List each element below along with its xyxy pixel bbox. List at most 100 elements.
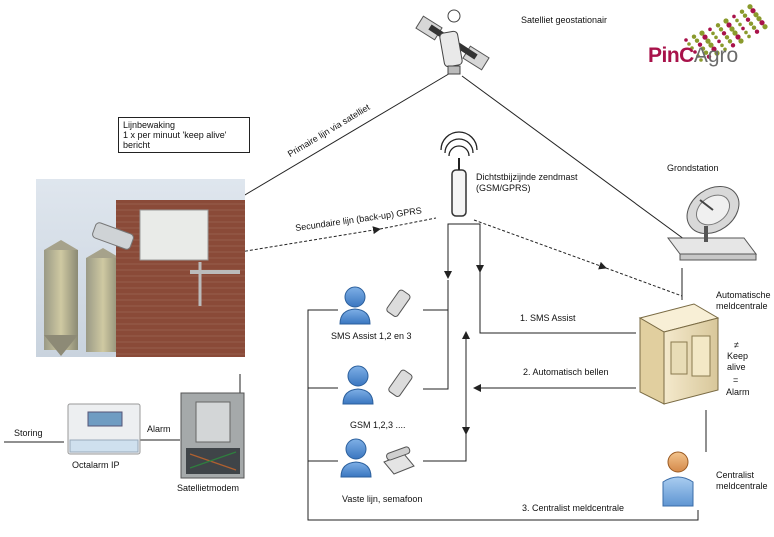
sms-assist-group-label: SMS Assist 1,2 en 3 <box>331 331 412 341</box>
person-landline-icon <box>340 438 372 478</box>
logo-dot <box>708 27 712 32</box>
logo-dot <box>735 34 741 40</box>
logo-dot <box>711 46 717 52</box>
centralist-label: Centralist meldcentrale <box>716 470 768 491</box>
logo-dot <box>741 26 745 31</box>
keep-alive-neq: ≠ <box>734 340 739 350</box>
storing-label: Storing <box>14 428 43 438</box>
monitor-line-2: 1 x per minuut 'keep alive' <box>123 130 227 140</box>
logo-dot <box>717 39 721 44</box>
meldcentrale-server-icon <box>638 303 720 405</box>
octalarm-label: Octalarm IP <box>72 460 120 470</box>
path-2-label: 2. Automatisch bellen <box>523 367 609 377</box>
logo-dot <box>753 12 759 18</box>
farm-photo <box>36 179 245 357</box>
logo-part-2: Agro <box>693 44 739 67</box>
primary-line <box>232 71 453 203</box>
logo-dot <box>706 54 712 59</box>
ground-station-label: Grondstation <box>667 163 719 173</box>
sms-device-connector <box>423 280 449 311</box>
landline-group-label: Vaste lijn, semafoon <box>342 494 423 504</box>
keep-alive-equals: = <box>733 375 739 385</box>
landline-phone-icon <box>383 446 415 475</box>
alarm-link-label: Alarm <box>147 424 171 434</box>
line-monitoring-box: Lijnbewaking 1 x per minuut 'keep alive'… <box>118 117 250 153</box>
centralist-person-icon <box>662 451 694 507</box>
path-3-label: 3. Centralist meldcentrale <box>522 503 625 513</box>
sat-modem-label: Satellietmodem <box>177 483 240 493</box>
logo-dot <box>727 39 733 44</box>
satellite-ground-line <box>461 75 689 243</box>
logo-dot <box>687 42 691 46</box>
logo-dot <box>700 46 706 51</box>
octalarm-device <box>67 403 141 455</box>
logo-dot <box>711 31 715 36</box>
logo-dot <box>756 16 762 22</box>
pincagro-logo: PinCAgro <box>648 44 738 68</box>
logo-dot <box>724 35 730 40</box>
mast-icon <box>440 131 478 217</box>
logo-dot <box>747 34 751 39</box>
logo-dot <box>714 35 718 40</box>
monitor-line-1: Lijnbewaking <box>123 120 176 130</box>
logo-dot <box>732 30 738 36</box>
logo-dot <box>699 30 705 36</box>
logo-dot <box>747 4 753 10</box>
logo-dot <box>742 13 748 18</box>
mast-label: Dichtstbijzijnde zendmast (GSM/GPRS) <box>476 172 578 193</box>
mobile-phone-sms-icon <box>386 289 411 317</box>
logo-dot <box>703 50 709 55</box>
logo-dot <box>691 34 697 39</box>
secondary-line-ext <box>379 217 437 230</box>
logo-dot <box>751 25 757 30</box>
keep-alive-label: Keep alive <box>727 351 749 372</box>
logo-dot <box>715 23 721 28</box>
logo-dot <box>748 21 754 26</box>
logo-dot <box>723 47 727 52</box>
logo-dot <box>702 34 708 40</box>
logo-dot <box>718 27 724 32</box>
logo-dot <box>693 50 697 54</box>
path-1-label: 1. SMS Assist <box>520 313 576 323</box>
logo-dot <box>721 31 727 36</box>
connection-lines <box>4 71 707 521</box>
logo-part-1: PinC <box>648 44 694 67</box>
logo-dot <box>744 30 748 35</box>
logo-dot <box>759 20 765 26</box>
automatic-center-label: Automatische meldcentrale <box>716 290 771 311</box>
logo-dot <box>684 38 688 42</box>
logo-dot <box>738 38 744 44</box>
satellite-modem-photo <box>180 392 245 479</box>
logo-dot <box>690 46 694 50</box>
mast-center-line <box>473 219 607 270</box>
logo-dot <box>708 42 714 48</box>
logo-dot <box>697 42 703 47</box>
person-gsm-icon <box>342 365 374 405</box>
logo-dot <box>739 9 745 14</box>
left-bracket <box>307 309 699 521</box>
logo-dot <box>738 22 742 27</box>
monitor-line-3: bericht <box>123 140 151 150</box>
mast-feed-2 <box>469 223 484 273</box>
gsm-device-connector <box>423 310 449 390</box>
satellite-label: Satelliet geostationair <box>521 15 608 25</box>
landline-connector <box>423 434 467 462</box>
logo-dot <box>735 18 739 23</box>
logo-dot <box>723 18 729 24</box>
logo-dot <box>750 8 756 14</box>
satellite-icon <box>415 9 490 75</box>
logo-dot <box>762 24 768 30</box>
gsm-group-label: GSM 1,2,3 .... <box>350 420 406 430</box>
mast-feed-1 <box>444 223 469 279</box>
logo-dot <box>705 38 711 44</box>
mobile-phone-gsm-icon <box>388 369 413 397</box>
logo-dots <box>684 4 768 62</box>
logo-dot <box>714 50 720 56</box>
logo-dot <box>696 54 700 58</box>
logo-dot <box>729 26 735 32</box>
mast-center-line-ext <box>605 267 683 297</box>
person-sms-icon <box>339 286 371 325</box>
logo-dot <box>732 14 736 19</box>
alarm-side-label: Alarm <box>726 387 750 397</box>
